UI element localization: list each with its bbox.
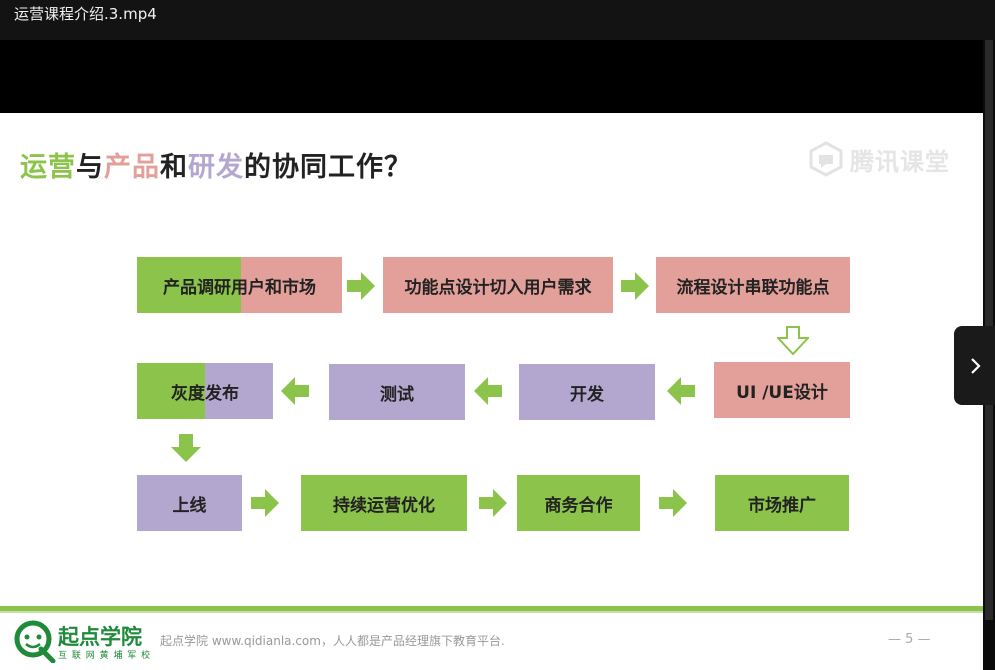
- step-launch: 上线: [137, 475, 242, 531]
- arrow-right-icon: [621, 272, 649, 300]
- step-flow-design: 流程设计串联功能点: [656, 257, 850, 313]
- title-part-yunying: 运营: [20, 152, 76, 183]
- title-part-chanpin: 产品: [104, 152, 160, 183]
- arrow-down-outline-icon: [777, 326, 809, 356]
- arrow-right-icon: [659, 489, 687, 517]
- step-gray-release: 灰度发布: [137, 363, 273, 419]
- step-marketing: 市场推广: [715, 475, 849, 531]
- tencent-classroom-watermark: 腾讯课堂: [808, 141, 950, 177]
- step-testing: 测试: [329, 364, 465, 420]
- step-ui-ue-design: UI /UE设计: [714, 362, 850, 418]
- title-part-yanfa: 研发: [188, 152, 244, 183]
- arrow-left-icon: [474, 377, 502, 405]
- arrow-right-icon: [479, 489, 507, 517]
- logo-name: 起点学院: [58, 625, 142, 649]
- step-business: 商务合作: [517, 475, 640, 531]
- arrow-down-icon: [171, 434, 201, 462]
- watermark-text: 腾讯课堂: [850, 147, 950, 176]
- step-continuous-ops: 持续运营优化: [301, 475, 467, 531]
- chevron-right-icon: [970, 357, 981, 374]
- slide: 运营与产品和研发的协同工作？ 腾讯课堂 产品调研用户和市场 功能点设计切入用户需…: [0, 113, 983, 670]
- arrow-right-icon: [347, 272, 375, 300]
- window-title: 运营课程介绍.3.mp4: [14, 5, 157, 23]
- arrow-left-icon: [667, 377, 695, 405]
- slide-title: 运营与产品和研发的协同工作？: [20, 145, 412, 184]
- window-titlebar: 运营课程介绍.3.mp4: [0, 0, 995, 40]
- page-number: — 5 —: [888, 632, 931, 647]
- tencent-logo-icon: [809, 141, 843, 177]
- footer-divider-light: [0, 611, 983, 613]
- footer-divider: [0, 606, 983, 611]
- step-research: 产品调研用户和市场: [137, 257, 342, 313]
- next-button[interactable]: [954, 326, 995, 405]
- title-part-he: 和: [160, 152, 188, 183]
- step-development: 开发: [519, 364, 655, 420]
- arrow-left-icon: [281, 377, 309, 405]
- qidian-logo: 起点学院 互 联 网 黄 埔 军 校: [13, 617, 153, 665]
- footer-text: 起点学院 www.qidianla.com，人人都是产品经理旗下教育平台.: [160, 634, 505, 648]
- step-feature-design: 功能点设计切入用户需求: [383, 257, 613, 313]
- arrow-right-icon: [251, 489, 279, 517]
- title-part-yu: 与: [76, 152, 104, 183]
- qidian-logo-icon: [14, 620, 56, 663]
- logo-tagline: 互 联 网 黄 埔 军 校: [58, 651, 152, 661]
- title-part-rest: 的协同工作？: [244, 152, 412, 183]
